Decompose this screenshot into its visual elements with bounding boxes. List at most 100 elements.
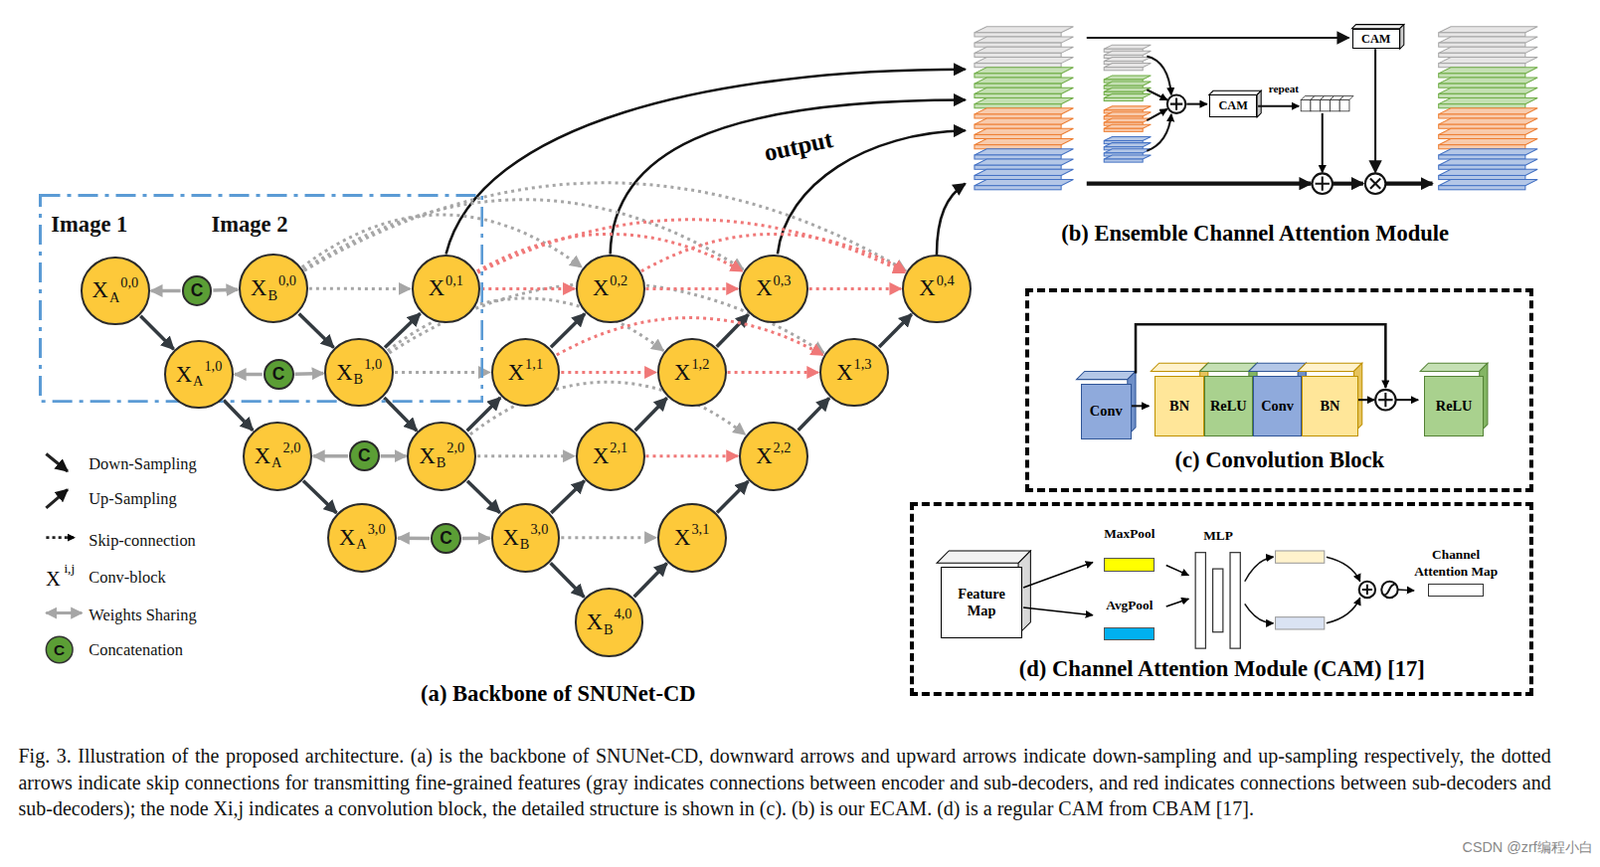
- down-sampling-arrow: [467, 481, 501, 514]
- label-slot: i,j: [63, 558, 75, 577]
- conv-block-node: X2,2: [738, 421, 809, 492]
- conv-layer: Conv: [1252, 375, 1302, 438]
- weight-sharing-arrow: [234, 372, 263, 377]
- down-sampling-arrow: [303, 481, 338, 514]
- panel-title-slot: (d) Channel Attention Module (CAM) [17]: [913, 656, 1530, 683]
- block-face: [1297, 362, 1363, 371]
- encoder-skip-arrow: [309, 287, 411, 291]
- node-index: 2,2: [772, 439, 791, 457]
- text-label: (b) Ensemble Channel Attention Module: [1061, 220, 1449, 246]
- node-index: 1,0: [203, 357, 222, 375]
- conv-block-node: XA2,0: [242, 421, 313, 492]
- down-sampling-arrow: [223, 399, 253, 430]
- conv-block-node: XA3,0: [327, 503, 397, 573]
- repeat-bar: [1339, 95, 1354, 100]
- conv-block-node: X1,3: [819, 338, 889, 408]
- feature-layer: [1438, 114, 1526, 119]
- repeat-bar: [1339, 100, 1350, 112]
- down-sampling-arrow: [299, 313, 335, 348]
- feature-layer: [1438, 139, 1539, 146]
- node-index: B: [354, 370, 364, 388]
- node-symbol: X: [418, 443, 435, 470]
- feature-layer: [1438, 124, 1526, 129]
- image-label-slot: Image 1: [50, 211, 128, 238]
- block-wires: [1127, 324, 1419, 624]
- drawing-part: [1230, 552, 1241, 649]
- feature-layer: [974, 56, 1074, 63]
- block-face: [1420, 362, 1488, 371]
- conv-block-node: X1,2: [657, 338, 727, 408]
- concat-letter: C: [439, 528, 453, 549]
- legend-row: Skip-connection: [88, 531, 196, 551]
- block-label: CAM: [1218, 98, 1247, 114]
- feature-layer: [974, 42, 1062, 47]
- legend-text: Skip-connection: [88, 531, 196, 550]
- node-index: A: [192, 372, 203, 390]
- pool-bar: [1103, 557, 1155, 571]
- node-index: 0,2: [609, 272, 628, 290]
- pool-label: MaxPool: [1103, 526, 1155, 542]
- node-index: 2,0: [282, 439, 301, 457]
- node-index: A: [109, 289, 120, 307]
- block-label: BN: [1319, 397, 1340, 415]
- cam-flow-arrow: [1166, 598, 1190, 607]
- cam-box: CAM: [1209, 94, 1257, 118]
- conv-block-node: XB1,0: [324, 338, 394, 408]
- node-index: 1,3: [854, 355, 873, 373]
- image-label-slot: Image 2: [210, 211, 288, 238]
- feature-layer: [1438, 32, 1526, 37]
- feature-layer: [1103, 67, 1143, 71]
- feature-layer: [974, 73, 1062, 78]
- label-slot: (a) Backbone of SNUNet-CD: [420, 681, 696, 708]
- conv-block-node: XB2,0: [406, 421, 477, 492]
- label-slot: CSDN @zrf编程小白: [1462, 837, 1594, 857]
- feature-layer: [1438, 42, 1526, 47]
- cam-flow-arrow: [1023, 561, 1093, 588]
- feature-layer: [974, 87, 1074, 94]
- feature-layer: [974, 149, 1074, 156]
- node-symbol: X: [755, 275, 772, 302]
- node-index: 2,0: [446, 439, 465, 457]
- feature-layer: [1103, 81, 1151, 86]
- drawing-part: [39, 194, 482, 401]
- feature-layer: [1103, 159, 1143, 163]
- mlp-outputs: [1275, 550, 1325, 630]
- decoder-skip-arrow: [646, 287, 738, 291]
- feature-layer: [1438, 83, 1526, 88]
- feature-layer: [974, 52, 1062, 57]
- feature-layer: [974, 175, 1062, 179]
- legend-row: Up-Sampling: [88, 489, 177, 510]
- feature-layer: [1438, 155, 1526, 160]
- node-index: 4,0: [614, 605, 633, 623]
- feature-layer: [1438, 36, 1539, 43]
- node-symbol: X: [176, 361, 192, 388]
- conv-block-node: XB4,0: [574, 587, 645, 658]
- drawing-part: [1213, 568, 1224, 633]
- weight-sharing-arrow: [313, 454, 349, 459]
- node-index: 1,0: [363, 355, 382, 373]
- concat-letter: C: [190, 280, 204, 302]
- feature-layer: [1438, 108, 1539, 115]
- text-label: i,j: [63, 560, 75, 576]
- operator-symbols: [1167, 94, 1399, 598]
- attention-map: Channel Attention Map: [1412, 546, 1500, 607]
- node-symbol: X: [674, 359, 691, 386]
- node-symbol: X: [592, 275, 609, 302]
- feature-layer: [974, 128, 1074, 135]
- output-arrows: [446, 69, 966, 256]
- weight-sharing-arrow: [380, 454, 407, 459]
- node-symbol: X: [428, 275, 445, 302]
- feature-layer: [1103, 136, 1151, 141]
- figure-caption: Fig. 3. Illustration of the proposed arc…: [17, 744, 1551, 820]
- up-sampling-arrow: [550, 314, 585, 349]
- feature-layer: [974, 46, 1074, 53]
- feature-layer: [1438, 128, 1539, 135]
- feature-layer: [1103, 118, 1151, 123]
- feature-layer: [1103, 50, 1151, 55]
- feature-layer: [1103, 143, 1151, 148]
- conv-block-node: X2,1: [575, 421, 646, 492]
- panel-title-slot: (c) Convolution Block: [1029, 447, 1530, 474]
- feature-layer: [1438, 77, 1539, 84]
- pool-vector: MaxPool: [1093, 526, 1166, 571]
- feature-layer: [974, 26, 1074, 33]
